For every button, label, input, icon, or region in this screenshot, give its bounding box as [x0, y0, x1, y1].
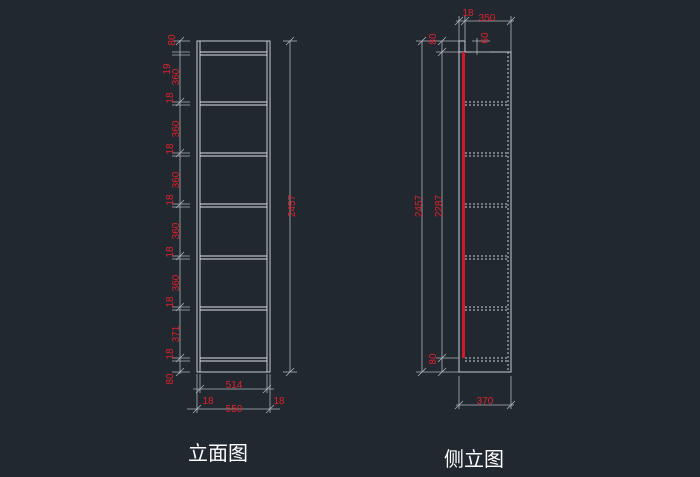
dim-18-1: 18 — [165, 92, 176, 104]
front-left-dimension-chain — [172, 36, 190, 377]
dim-371: 371 — [171, 325, 182, 342]
dim-top-19: 19 — [162, 63, 173, 75]
side-back-panel-red — [462, 52, 465, 358]
side-cabinet-outline — [458, 51, 512, 373]
front-cabinet-outline — [196, 40, 271, 373]
dim-18-2: 18 — [165, 143, 176, 155]
dim-360-2: 360 — [171, 120, 182, 137]
front-elevation-title: 立面图 — [188, 441, 248, 465]
side-bottom-dimension: 370 — [454, 376, 516, 410]
dim-18-5: 18 — [165, 296, 176, 308]
dim-side-top-60: 60 — [480, 32, 491, 44]
dim-front-height: 2457 — [287, 194, 298, 217]
dim-side-left: 18 — [202, 396, 214, 407]
front-elevation: 80 19 360 18 360 18 360 18 360 18 360 18… — [162, 34, 298, 465]
dim-360-1: 360 — [171, 68, 182, 85]
dim-side-top-depth: 350 — [479, 13, 496, 24]
dim-side-depth: 370 — [477, 396, 494, 407]
dim-360-3: 360 — [171, 171, 182, 188]
dim-18-6: 18 — [165, 348, 176, 360]
dim-side-inner-height: 2287 — [434, 194, 445, 217]
dim-360-5: 360 — [171, 274, 182, 291]
front-bottom-dimensions: 514 550 18 18 — [187, 374, 285, 415]
dim-outer-width: 550 — [226, 404, 243, 415]
front-left-dim-labels: 80 19 360 18 360 18 360 18 360 18 360 18… — [162, 34, 182, 385]
side-elevation: 18 350 60 2457 2287 80 80 — [414, 8, 516, 471]
dim-side-right: 18 — [273, 396, 285, 407]
front-shelves — [200, 51, 267, 362]
dim-bottom-80: 80 — [165, 373, 176, 385]
dim-side-top-thickness: 18 — [462, 8, 474, 19]
dim-18-4: 18 — [165, 246, 176, 258]
dim-side-total-height: 2457 — [414, 194, 425, 217]
dim-side-bottom-80: 80 — [428, 353, 439, 365]
side-shelves — [465, 101, 508, 362]
side-left-dimensions: 2457 2287 80 80 — [414, 33, 459, 377]
dim-18-3: 18 — [165, 194, 176, 206]
side-elevation-title: 侧立图 — [444, 447, 504, 471]
side-top-dimensions: 18 350 60 — [454, 8, 516, 55]
side-top-cap — [458, 40, 466, 53]
dim-inner-width: 514 — [226, 380, 243, 391]
front-height-dimension: 2457 — [283, 36, 298, 377]
dim-top-80: 80 — [167, 34, 178, 46]
dim-side-top-80: 80 — [428, 33, 439, 45]
dim-360-4: 360 — [171, 222, 182, 239]
